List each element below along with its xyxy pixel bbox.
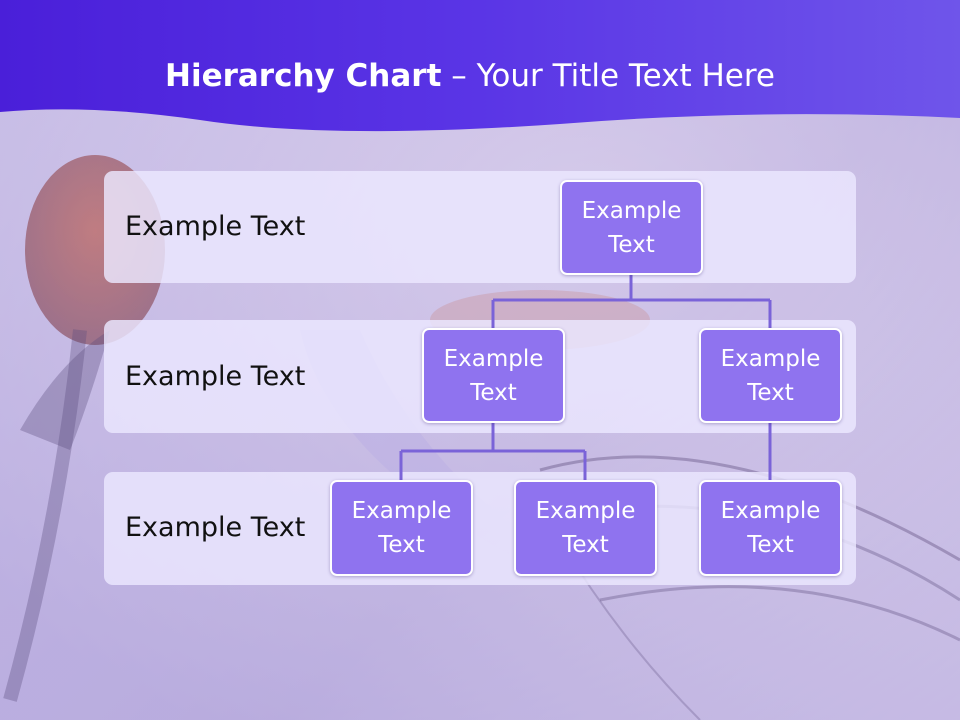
node-leaf-2[interactable]: Example Text bbox=[514, 480, 657, 576]
level-label-2: Example Text bbox=[125, 361, 306, 392]
node-mid-right[interactable]: Example Text bbox=[699, 328, 842, 423]
level-label-3: Example Text bbox=[125, 512, 306, 543]
header-band bbox=[0, 0, 960, 132]
node-mid-right-text: Example Text bbox=[720, 345, 821, 406]
level-label-1: Example Text bbox=[125, 211, 306, 242]
node-leaf-3-text: Example Text bbox=[720, 498, 821, 558]
node-leaf-1[interactable]: Example Text bbox=[330, 480, 473, 576]
title-bold: Hierarchy Chart bbox=[165, 58, 442, 94]
node-leaf-2-text: Example Text bbox=[535, 498, 636, 558]
title-rest: – Your Title Text Here bbox=[441, 58, 775, 94]
node-mid-left-text: Example Text bbox=[443, 345, 544, 406]
node-mid-left[interactable]: Example Text bbox=[422, 328, 565, 423]
node-leaf-3[interactable]: Example Text bbox=[699, 480, 842, 576]
slide-title: Hierarchy Chart – Your Title Text Here bbox=[0, 54, 940, 98]
node-root[interactable]: Example Text bbox=[560, 180, 703, 275]
node-leaf-1-text: Example Text bbox=[351, 498, 452, 558]
node-root-text: Example Text bbox=[581, 197, 682, 258]
level-band-1 bbox=[104, 171, 856, 283]
